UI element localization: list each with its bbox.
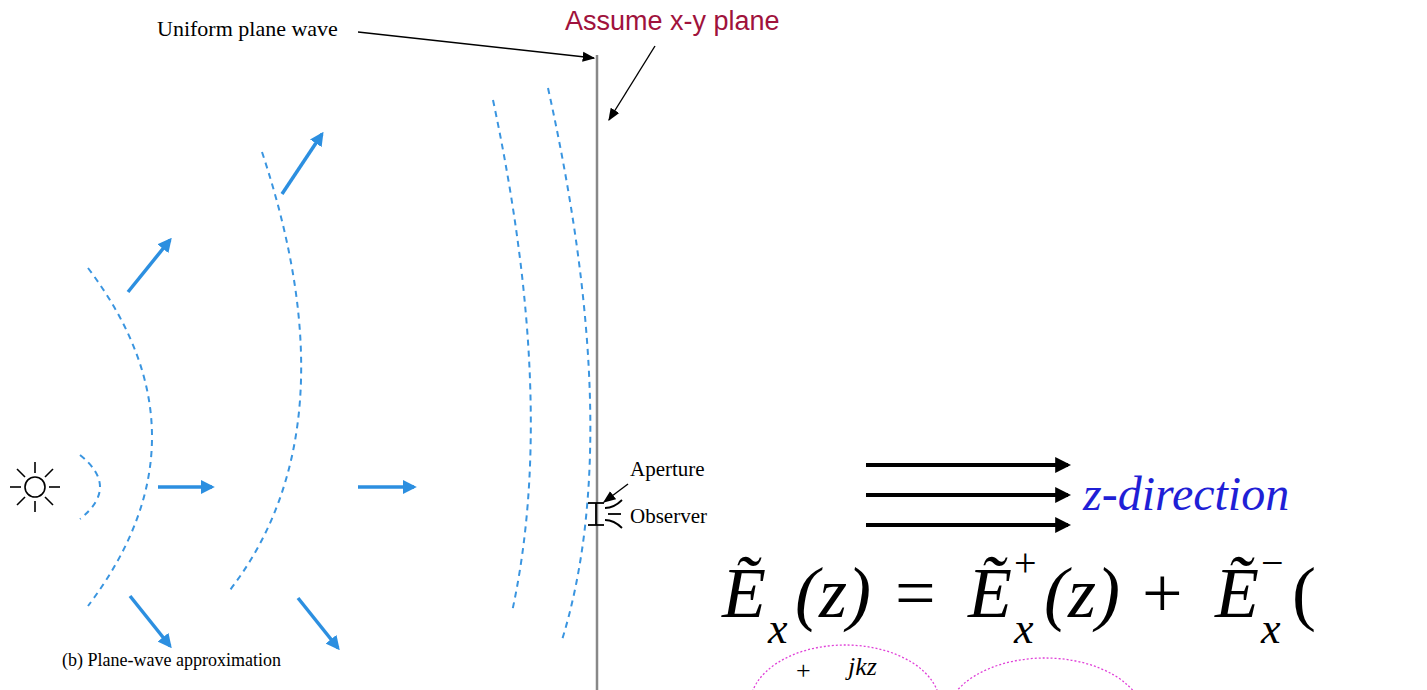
sun-ray <box>45 497 53 505</box>
wavefront-arc <box>230 152 301 590</box>
ray-arrow <box>298 598 338 648</box>
observer-eye <box>605 500 622 528</box>
ray-arrow <box>358 485 414 489</box>
leader-arrow <box>604 484 628 502</box>
equation-operator: + <box>1142 552 1183 635</box>
direction-arrow <box>866 463 1068 467</box>
direction-arrow <box>866 493 1068 497</box>
sun-ray <box>34 501 36 512</box>
ray-arrow <box>130 596 170 646</box>
highlight-ellipses <box>750 645 1145 690</box>
eye-lid <box>605 520 622 528</box>
equation-operator: = <box>895 552 936 635</box>
equation-symbol: Ẽ <box>1215 552 1259 635</box>
annotation-label: Assume x-y plane <box>565 6 780 37</box>
equation-term: (z) <box>1044 552 1120 635</box>
aperture-symbol <box>588 503 604 525</box>
aperture-gap <box>595 503 597 525</box>
equation-subscript: x <box>1261 604 1281 655</box>
sun-ray <box>34 462 36 473</box>
sun-disc <box>25 477 45 497</box>
sun-ray <box>10 486 21 488</box>
equation-subscript: x <box>1014 604 1034 655</box>
figure-caption: (b) Plane-wave approximation <box>62 650 281 671</box>
equation-superscript: − <box>1261 540 1284 586</box>
sun-ray <box>45 469 53 477</box>
equation-symbol: Ẽ <box>722 552 766 635</box>
ray-arrow <box>128 240 170 292</box>
eye-line <box>608 513 621 515</box>
equation-term: (z) <box>795 552 871 635</box>
ray-arrows <box>128 134 414 648</box>
leader-arrow <box>609 46 655 120</box>
equation-term: ( <box>1292 552 1316 635</box>
callout-label: Uniform plane wave <box>157 16 338 41</box>
leader-arrow <box>358 32 594 58</box>
sun-ray <box>17 469 25 477</box>
sun-symbol <box>10 462 60 512</box>
wavefront-arc <box>88 268 152 606</box>
plane-line <box>596 55 599 690</box>
equation-exponent: jkz <box>848 652 877 682</box>
wavefront-arc <box>548 88 590 640</box>
wavefronts <box>80 88 590 640</box>
wavefront-arc <box>493 100 531 612</box>
sun-ray <box>49 486 60 488</box>
leaders <box>358 32 655 502</box>
eye-lid <box>605 500 622 508</box>
callout-label: Observer <box>630 504 707 528</box>
highlight-ellipse <box>945 658 1145 690</box>
equation-symbol: Ẽ <box>968 552 1012 635</box>
direction-arrows <box>866 465 1068 525</box>
sun-ray <box>17 497 25 505</box>
ray-arrow <box>282 134 322 194</box>
equation-superscript: + <box>1014 540 1037 586</box>
wavefront-arc <box>80 455 100 519</box>
ray-arrow <box>158 485 212 489</box>
direction-arrow <box>866 523 1068 527</box>
equation-subscript: x <box>768 604 788 655</box>
callout-label: Aperture <box>630 457 705 481</box>
direction-label: z-direction <box>1083 466 1289 521</box>
equation-superscript: + <box>796 656 811 686</box>
